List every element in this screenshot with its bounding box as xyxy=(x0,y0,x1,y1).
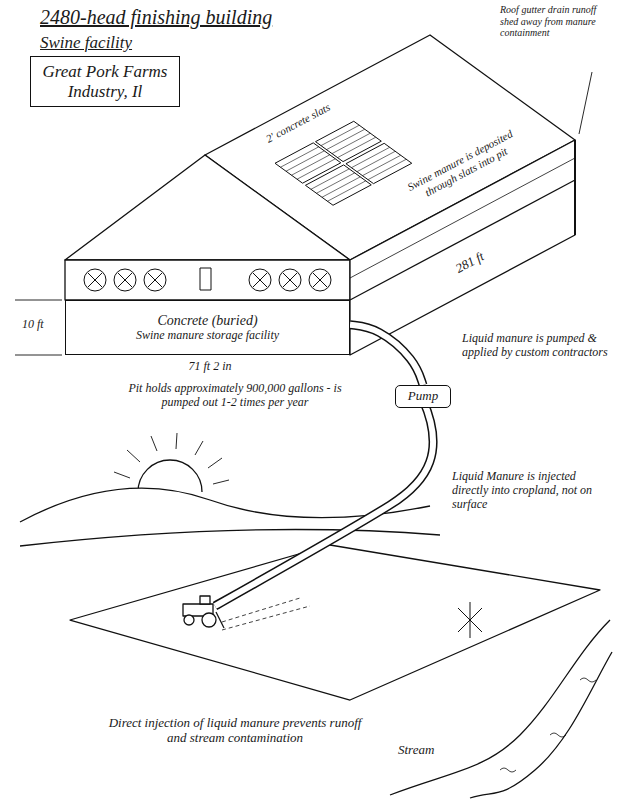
note-label: Swine facility xyxy=(40,33,200,53)
note-label: Roof gutter drain runoff shed away from … xyxy=(500,4,612,39)
wave-mark xyxy=(500,768,516,772)
leader-line xyxy=(579,72,592,134)
fan xyxy=(114,269,136,291)
pump-box: Pump xyxy=(395,385,451,408)
injection-row xyxy=(222,598,300,622)
sun-ray xyxy=(213,480,229,484)
slat xyxy=(338,137,376,157)
compass xyxy=(458,602,482,638)
horizon xyxy=(20,530,440,546)
slat-grid xyxy=(275,121,412,205)
sun-ray xyxy=(195,441,203,455)
side-pit-line xyxy=(350,180,575,300)
door xyxy=(200,268,211,290)
slat-panel xyxy=(346,143,412,183)
front-gable xyxy=(65,155,350,260)
note-label: 281 ft xyxy=(440,242,500,283)
fan-row xyxy=(84,268,331,291)
fan xyxy=(144,269,166,291)
sun-ray xyxy=(127,450,140,462)
tractor-wheel xyxy=(184,615,194,625)
sun-rays xyxy=(114,433,229,484)
company-box: Great Pork Farms Industry, Il xyxy=(30,56,180,107)
injection-row xyxy=(222,606,310,630)
slat xyxy=(368,159,406,179)
fan-blades xyxy=(313,273,327,287)
note-label: 71 ft 2 in xyxy=(150,360,270,374)
fan xyxy=(309,269,331,291)
hose-connector xyxy=(350,325,423,385)
node-text: Great Pork Farms Industry, Il xyxy=(37,62,173,101)
tractor-wheel xyxy=(202,613,216,627)
note-label: Stream xyxy=(398,743,450,758)
hose-core xyxy=(350,325,423,385)
hose xyxy=(215,400,433,606)
downspout xyxy=(574,140,576,235)
note-label: Direct injection of liquid manure preven… xyxy=(100,716,370,746)
sun xyxy=(138,460,202,492)
note-label: Liquid manure is pumped & applied by cus… xyxy=(462,332,610,360)
slat xyxy=(297,159,335,179)
sun-ray xyxy=(208,458,222,468)
compass-line xyxy=(470,602,471,638)
stream-bank xyxy=(470,652,612,798)
fan-blades xyxy=(118,273,132,287)
tractor-cab xyxy=(200,596,210,604)
hose-core xyxy=(215,400,433,606)
fan xyxy=(249,269,271,291)
field xyxy=(70,545,600,700)
dimension-tick xyxy=(15,300,62,301)
sun-ray xyxy=(176,433,177,449)
front-wall xyxy=(65,260,350,300)
stream-waves xyxy=(500,678,596,772)
note-label: 2' concrete slats xyxy=(246,92,349,155)
dimension-tick xyxy=(15,355,62,356)
node-text: Swine manure storage facility xyxy=(70,329,345,343)
fan xyxy=(279,269,301,291)
note-label: 10 ft xyxy=(22,318,62,332)
fan-blades xyxy=(253,273,267,287)
fan-blades xyxy=(283,273,297,287)
slat-panel xyxy=(316,121,382,161)
slat xyxy=(327,181,365,201)
note-label: Pit holds approximately 900,000 gallons … xyxy=(110,382,360,410)
wave-mark xyxy=(550,733,566,737)
storage-pit: Concrete (buried)Swine manure storage fa… xyxy=(65,300,350,355)
injector-bar xyxy=(216,612,224,628)
tractor xyxy=(183,596,224,628)
hose xyxy=(350,325,423,385)
sun-ray xyxy=(151,436,157,451)
fan xyxy=(84,269,106,291)
wave-mark xyxy=(580,678,596,682)
stream-bank xyxy=(390,620,610,795)
fan-blades xyxy=(148,273,162,287)
title-text: 2480-head finishing building xyxy=(40,6,272,29)
note-label: Swine manure is deposited through slats … xyxy=(391,120,535,213)
note-label: Liquid Manure is injected directly into … xyxy=(452,470,610,511)
slat-panel xyxy=(305,165,371,205)
slat-panel xyxy=(275,143,341,183)
injection-rows xyxy=(222,598,310,630)
sun-ray xyxy=(114,472,130,478)
fan-blades xyxy=(88,273,102,287)
node-text: Pump xyxy=(400,389,446,404)
node-text: Concrete (buried) xyxy=(70,313,345,329)
